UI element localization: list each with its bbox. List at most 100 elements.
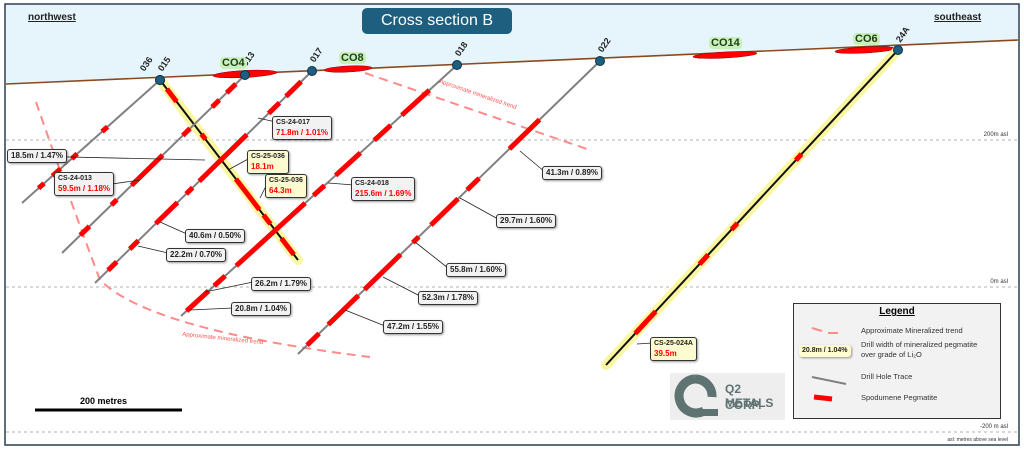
sky-area (6, 5, 1018, 84)
q2-logo-icon (674, 374, 718, 418)
legend-pegmatite-icon (813, 394, 833, 402)
collar-marker (307, 66, 317, 76)
pegmatite-interval (154, 200, 180, 226)
pegmatite-interval (70, 151, 79, 161)
direction-southeast: southeast (934, 12, 982, 23)
pegmatite-interval (181, 126, 192, 138)
pegmatite-interval (400, 88, 432, 118)
pegmatite-interval (184, 185, 195, 196)
label-leader-line (159, 221, 188, 235)
elevation-label-minus200: -200 m asl (979, 424, 1008, 430)
label-leader-line (204, 281, 254, 293)
pegmatite-interval (729, 221, 740, 232)
drill-hole-018 (180, 60, 462, 317)
label-leader-line (227, 157, 251, 171)
label-leader-line (189, 307, 234, 311)
collar-marker (452, 60, 462, 70)
label-leader-line (137, 245, 169, 254)
intercept-label: 52.3m / 1.78% (418, 291, 479, 305)
pegmatite-interval (465, 176, 481, 192)
pegmatite-interval (164, 87, 179, 104)
pegmatite-interval (326, 293, 361, 327)
drill-hole-013 (61, 70, 250, 254)
pegmatite-interval (372, 123, 393, 143)
intercept-label: 41.3m / 0.89% (542, 166, 603, 180)
company-logo: Q2 METALS CORP. (670, 373, 785, 420)
pegmatite-interval (199, 132, 208, 141)
legend-symbols (811, 327, 847, 402)
intercept-label: 47.2m / 1.55% (383, 320, 444, 334)
pegmatite-interval (233, 177, 262, 212)
pegmatite-interval (305, 331, 321, 348)
drill-hole-trace (21, 79, 161, 204)
pegmatite-interval (429, 196, 460, 227)
pegmatite-interval (266, 101, 282, 116)
pegmatite-interval (697, 253, 711, 266)
footnote: asl: metres above sea level (947, 437, 1008, 443)
intercept-label: 18.5m / 1.47% (7, 149, 68, 163)
zone-label-co6: CO6 (853, 33, 880, 45)
pegmatite-interval (106, 260, 119, 273)
pegmatite-interval (127, 238, 141, 251)
legend-trend: Approximate Mineralized trend (861, 326, 963, 335)
collar-marker (595, 56, 605, 66)
zone-label-co8: CO8 (339, 52, 366, 64)
pegmatite-interval (210, 98, 222, 109)
pegmatite-interval (362, 252, 403, 292)
drill-hole-017 (94, 66, 317, 284)
zone-lens-co8 (323, 65, 373, 73)
legend-title: Legend (879, 306, 915, 317)
pegmatite-interval (184, 289, 211, 313)
pegmatite-interval (279, 236, 296, 257)
pegmatite-interval (633, 309, 658, 336)
pegmatite-interval (311, 183, 327, 198)
pegmatite-interval (284, 79, 303, 99)
label-leader-line (382, 276, 421, 297)
trend-line-upper (364, 72, 591, 151)
scale-label: 200 metres (80, 396, 128, 406)
intercept-label: 55.8m / 1.60% (446, 263, 507, 277)
collar-marker (240, 70, 250, 80)
label-leader-line (414, 241, 449, 269)
intercept-label: 22.2m / 0.70% (166, 248, 227, 262)
label-leader-line (327, 182, 355, 186)
pegmatite-interval (507, 117, 542, 151)
pegmatite-interval (224, 82, 238, 95)
intercept-label: 29.7m / 1.60% (496, 214, 557, 228)
zone-label-co4: CO4 (220, 57, 247, 69)
pegmatite-interval (234, 201, 307, 268)
legend-trace-icon (811, 376, 847, 385)
pegmatite-interval (36, 181, 46, 191)
collar-marker (893, 45, 903, 55)
pegmatite-interval (197, 132, 249, 184)
label-leader-line (459, 197, 499, 220)
zone-label-co14: CO14 (709, 37, 742, 49)
legend-trace: Drill Hole Trace (861, 372, 913, 381)
pegmatite-interval (100, 124, 110, 134)
elevation-label-0: 0m asl (990, 279, 1008, 285)
zone-lens-co14 (692, 51, 758, 59)
elevation-label-200: 200m asl (983, 132, 1008, 138)
drill-hole-24a (601, 45, 903, 370)
legend-sample-label: 20.8m / 1.04% (799, 345, 851, 357)
pegmatite-interval (793, 152, 804, 162)
section-title: Cross section B (362, 8, 512, 34)
intercept-label: 20.8m / 1.04% (231, 302, 292, 316)
direction-northwest: northwest (28, 12, 76, 23)
label-leader-line (636, 342, 653, 345)
legend-width-desc: Drill width of mineralized pegmatite ove… (861, 340, 978, 359)
pegmatite-interval (78, 224, 92, 237)
pegmatite-interval (212, 273, 227, 288)
intercept-label: 40.6m / 0.50% (185, 229, 246, 243)
pegmatite-interval (109, 197, 119, 207)
pegmatite-interval (261, 213, 273, 226)
legend-pegmatite: Spodumene Pegmatite (861, 393, 938, 402)
